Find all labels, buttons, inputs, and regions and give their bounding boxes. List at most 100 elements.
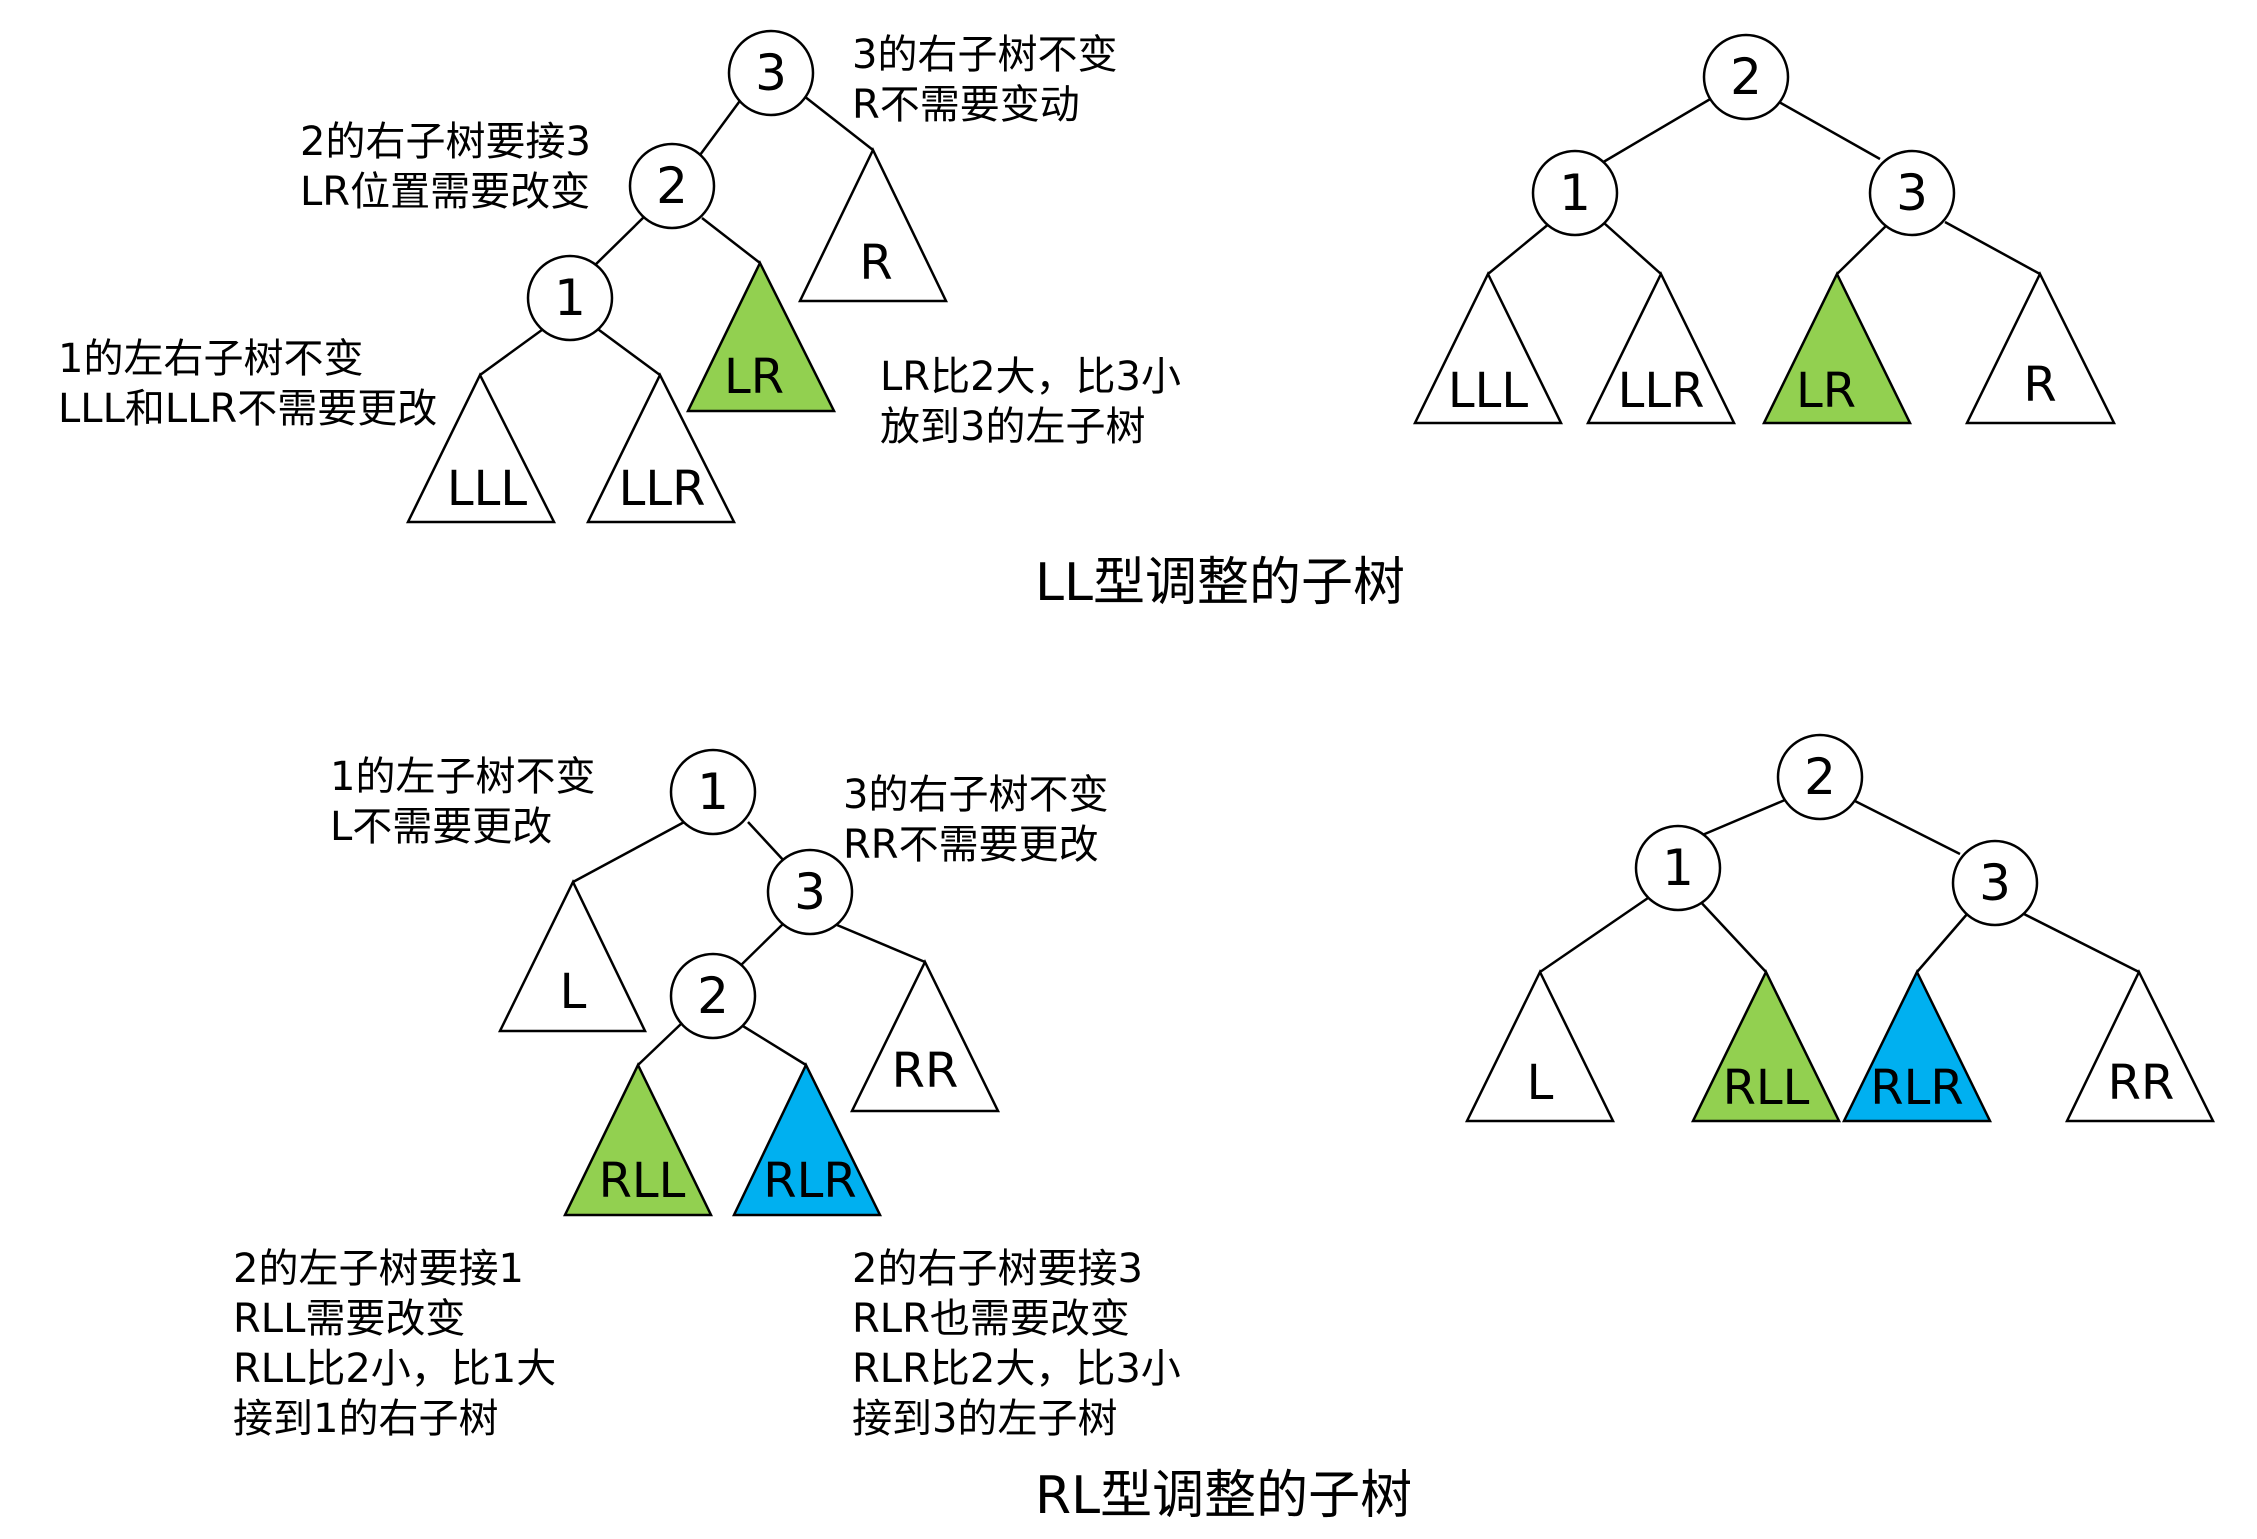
subtree-RLR — [732, 1062, 883, 1217]
subtree-LLR-label: LLR — [619, 461, 706, 517]
ll-note-node-3-line-2: R不需要变动 — [852, 82, 1080, 128]
subtree-L — [1464, 969, 1616, 1123]
node-1 — [1531, 149, 1619, 237]
rl-note-node-1: 1的左子树不变 L不需要更改 — [330, 752, 595, 852]
ll-note-node-2-line-2: LR位置需要改变 — [300, 169, 591, 215]
edge-3-RR — [836, 923, 926, 964]
edge-1-LLL — [479, 325, 547, 377]
edge-3-2 — [735, 922, 785, 971]
ll-before-tree: R LR LLL LLR 3 2 1 — [405, 29, 948, 524]
node-3-label: 3 — [1896, 164, 1928, 222]
node-2-label: 2 — [697, 967, 729, 1025]
node-3-label: 3 — [1979, 854, 2011, 912]
rl-note-node-1-line-1: 1的左子树不变 — [330, 754, 596, 800]
edge-3-R — [794, 88, 874, 151]
subtree-LR-label: LR — [1796, 363, 1856, 419]
node-3 — [1868, 149, 1956, 237]
edge-1-LLL — [1487, 222, 1551, 275]
ll-after-tree: LLL LLR LR R 2 1 3 — [1412, 33, 2117, 425]
ll-note-node-3-line-1: 3的右子树不变 — [852, 32, 1118, 78]
node-1 — [669, 748, 757, 836]
rl-note-subtree-RLL-line-1: 2的左子树要接1 — [233, 1246, 524, 1292]
rl-note-subtree-RLR: 2的右子树要接3 RLR也需要改变 RLR比2大，比3小 接到3的左子树 — [852, 1244, 1181, 1444]
rl-note-subtree-RLR-line-3: RLR比2大，比3小 — [852, 1346, 1181, 1392]
rl-note-node-3-line-1: 3的右子树不变 — [843, 772, 1109, 818]
subtree-LLR — [585, 372, 737, 524]
rl-note-node-1-line-2: L不需要更改 — [330, 804, 553, 850]
subtree-RLL — [563, 1062, 713, 1217]
node-1-label: 1 — [554, 269, 586, 327]
edge-2-1 — [1699, 795, 1793, 838]
node-1-label: 1 — [1559, 164, 1591, 222]
rl-note-subtree-RLL-line-4: 接到1的右子树 — [233, 1396, 499, 1442]
subtree-R — [798, 147, 948, 303]
ll-note-subtree-LR-line-1: LR比2大，比3小 — [880, 354, 1181, 400]
rl-before-tree: L RR RLL RLR 1 3 2 — [497, 748, 1001, 1217]
edge-3-LR — [1836, 221, 1891, 275]
edge-1-3 — [747, 821, 786, 863]
ll-note-node-2-line-1: 2的右子树要接3 — [300, 119, 591, 165]
subtree-R-label: R — [859, 235, 892, 291]
ll-note-node-1-line-1: 1的左右子树不变 — [58, 336, 364, 382]
rl-note-subtree-RLL: 2的左子树要接1 RLL需要改变 RLL比2小，比1大 接到1的右子树 — [233, 1244, 556, 1444]
edge-2-1 — [1599, 96, 1713, 166]
node-3-label: 3 — [755, 44, 787, 102]
subtree-LLL-label: LLL — [1448, 363, 1528, 419]
subtree-LR — [1761, 271, 1913, 425]
node-3-label: 3 — [794, 863, 826, 921]
edge-2-RLL — [637, 1022, 683, 1066]
ll-note-node-1-line-2: LLL和LLR不需要更改 — [58, 386, 438, 432]
ll-note-subtree-LR: LR比2大，比3小 放到3的左子树 — [880, 352, 1181, 452]
edge-1-RLL — [1696, 897, 1767, 973]
subtree-RLR-label: RLR — [1870, 1060, 1963, 1116]
edge-1-LLR — [594, 325, 661, 377]
subtree-RLL — [1690, 969, 1842, 1123]
edge-1-LLR — [1603, 222, 1662, 275]
node-1-label: 1 — [697, 763, 729, 821]
node-2 — [669, 952, 757, 1040]
node-1-label: 1 — [1662, 839, 1694, 897]
node-1 — [1634, 824, 1722, 912]
edge-2-3 — [1844, 794, 1961, 856]
rl-after-tree: L RLL RLR RR 2 1 3 — [1464, 733, 2216, 1123]
ll-note-node-2: 2的右子树要接3 LR位置需要改变 — [300, 117, 591, 217]
edge-3-RR — [2021, 911, 2140, 974]
edge-2-LR — [701, 217, 761, 264]
rl-note-node-3: 3的右子树不变 RR不需要更改 — [843, 770, 1108, 870]
subtree-L-label: L — [1527, 1055, 1554, 1111]
edge-2-1 — [590, 214, 647, 270]
rl-note-subtree-RLR-line-1: 2的右子树要接3 — [852, 1246, 1143, 1292]
subtree-RLL-label: RLL — [599, 1153, 686, 1209]
subtree-RR-label: RR — [892, 1043, 959, 1099]
edge-1-L — [1539, 896, 1649, 974]
subtree-L — [497, 879, 647, 1033]
node-2-label: 2 — [656, 157, 688, 215]
subtree-LR — [686, 260, 837, 413]
subtree-RR — [849, 959, 1001, 1113]
rl-note-subtree-RLR-line-2: RLR也需要改变 — [852, 1296, 1130, 1342]
subtree-RR-label: RR — [2108, 1055, 2175, 1111]
subtree-R-label: R — [2023, 357, 2056, 413]
edge-3-R — [1944, 220, 2041, 276]
subtree-LLR-label: LLR — [1618, 363, 1705, 419]
subtree-LLR — [1585, 271, 1737, 425]
edge-2-RLR — [737, 1021, 807, 1067]
ll-note-subtree-LR-line-2: 放到3的左子树 — [880, 404, 1146, 450]
subtree-R — [1964, 271, 2117, 425]
node-1 — [526, 254, 614, 342]
ll-note-node-1: 1的左右子树不变 LLL和LLR不需要更改 — [58, 334, 437, 434]
edge-2-3 — [1771, 96, 1881, 161]
rl-note-subtree-RLR-line-4: 接到3的左子树 — [852, 1396, 1118, 1442]
ll-caption: LL型调整的子树 — [1035, 553, 1405, 613]
subtree-RLR-label: RLR — [763, 1153, 856, 1209]
rl-note-subtree-RLL-line-2: RLL需要改变 — [233, 1296, 466, 1342]
edge-3-RLR — [1916, 912, 1969, 973]
ll-note-node-3: 3的右子树不变 R不需要变动 — [852, 30, 1117, 130]
rl-note-node-3-line-2: RR不需要更改 — [843, 822, 1099, 868]
subtree-LLL-label: LLL — [447, 461, 527, 517]
subtree-LR-label: LR — [724, 349, 784, 405]
subtree-L-label: L — [560, 964, 587, 1020]
node-2-label: 2 — [1804, 748, 1836, 806]
node-3 — [766, 848, 854, 936]
subtree-LLL — [405, 372, 557, 524]
